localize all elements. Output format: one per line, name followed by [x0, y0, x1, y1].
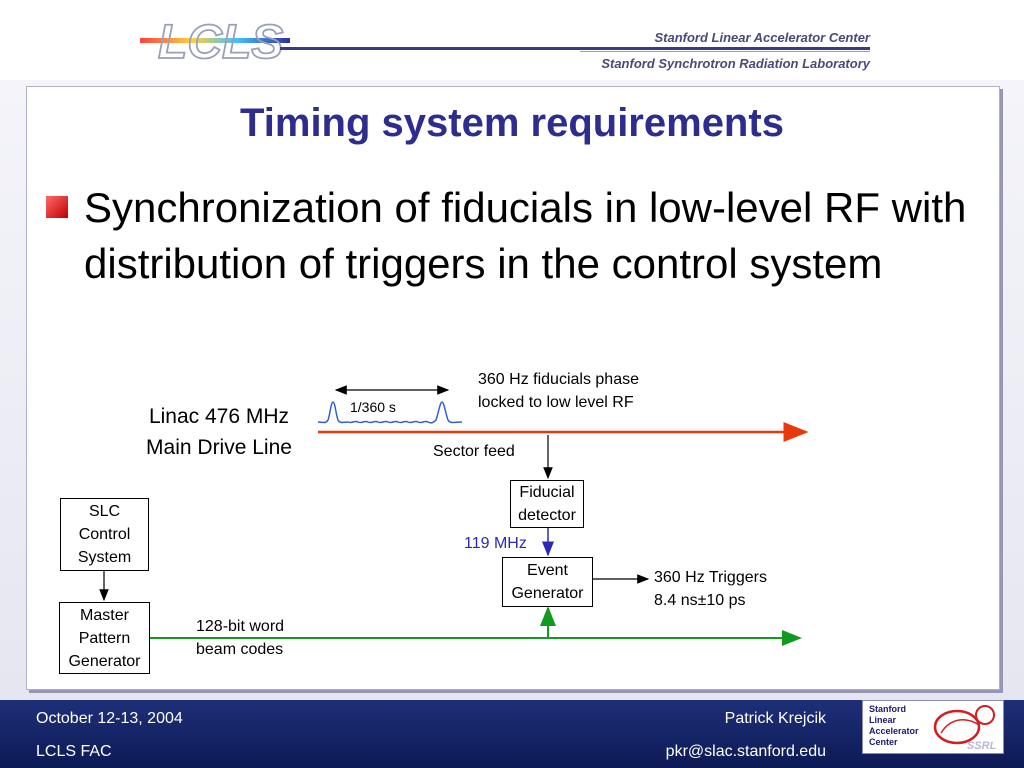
- header-rule-thin: [580, 51, 870, 52]
- slide-footer: October 12-13, 2004 LCLS FAC Patrick Kre…: [0, 700, 1024, 768]
- lcls-logo-text: LCLS: [158, 16, 283, 69]
- bullet-text: Synchronization of fiducials in low-leve…: [84, 184, 967, 287]
- slc-control-system-box: SLC Control System: [60, 498, 149, 571]
- footer-author: Patrick Krejcik: [724, 710, 826, 727]
- fiducial-detector-box: Fiducial detector: [510, 480, 584, 528]
- sector-feed-label: Sector feed: [433, 443, 515, 460]
- lab-name-ssrl: Stanford Synchrotron Radiation Laborator…: [601, 56, 870, 71]
- slide-header: LCLS Stanford Linear Accelerator Center …: [0, 0, 1024, 80]
- header-rule: [280, 47, 870, 50]
- period-label: 1/360 s: [350, 399, 396, 415]
- lcls-logo: LCLS: [140, 15, 290, 70]
- lab-name-slac: Stanford Linear Accelerator Center: [654, 30, 870, 45]
- footer-email: pkr@slac.stanford.edu: [665, 743, 826, 760]
- event-generator-box: Event Generator: [502, 557, 593, 607]
- footer-date: October 12-13, 2004: [36, 710, 183, 727]
- fiducials-label: 360 Hz fiducials phase locked to low lev…: [478, 371, 639, 411]
- slac-ssrl-logo: Stanford Linear Accelerator Center SSRL: [862, 700, 1004, 754]
- ssrl-logo-text: SSRL: [967, 740, 997, 751]
- ssrl-ring-icon: SSRL: [933, 705, 997, 751]
- linac-label: Linac 476 MHz Main Drive Line: [146, 405, 292, 459]
- bullet-square-icon: [46, 196, 68, 218]
- master-pattern-generator-box: Master Pattern Generator: [59, 602, 150, 674]
- slac-logo-text: Stanford Linear Accelerator Center: [869, 704, 919, 747]
- fiducial-waveform: [317, 401, 463, 424]
- freq-119-label: 119 MHz: [464, 535, 527, 552]
- triggers-label: 360 Hz Triggers 8.4 ns±10 ps: [654, 569, 767, 609]
- slide-title: Timing system requirements: [240, 101, 784, 145]
- footer-event: LCLS FAC: [36, 743, 112, 760]
- beam-code-label: 128-bit word beam codes: [196, 618, 285, 658]
